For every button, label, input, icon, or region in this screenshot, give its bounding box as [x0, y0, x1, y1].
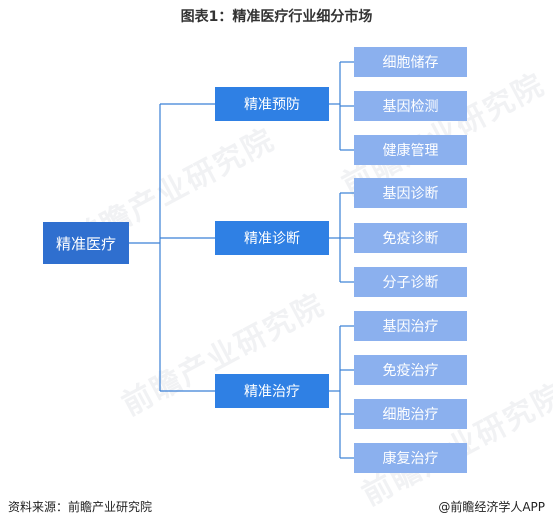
leaf-node: 基因检测 — [354, 91, 467, 121]
leaf-node: 基因诊断 — [354, 178, 467, 208]
leaf-node: 健康管理 — [354, 135, 467, 165]
leaf-node: 免疫治疗 — [354, 355, 467, 385]
leaf-node: 基因治疗 — [354, 311, 467, 341]
leaf-node: 免疫诊断 — [354, 223, 467, 253]
leaf-node: 细胞储存 — [354, 47, 467, 77]
brand-credit: @前瞻经济学人APP — [438, 500, 545, 514]
branch-node: 精准诊断 — [215, 221, 329, 255]
branch-node: 精准治疗 — [215, 374, 329, 408]
source-note: 资料来源：前瞻产业研究院 — [8, 500, 153, 514]
chart-title: 图表1：精准医疗行业细分市场 — [180, 9, 373, 25]
leaf-node: 康复治疗 — [354, 443, 467, 473]
branch-node: 精准预防 — [215, 87, 329, 121]
root-node: 精准医疗 — [43, 222, 129, 264]
leaf-node: 分子诊断 — [354, 267, 467, 297]
leaf-node: 细胞治疗 — [354, 399, 467, 429]
